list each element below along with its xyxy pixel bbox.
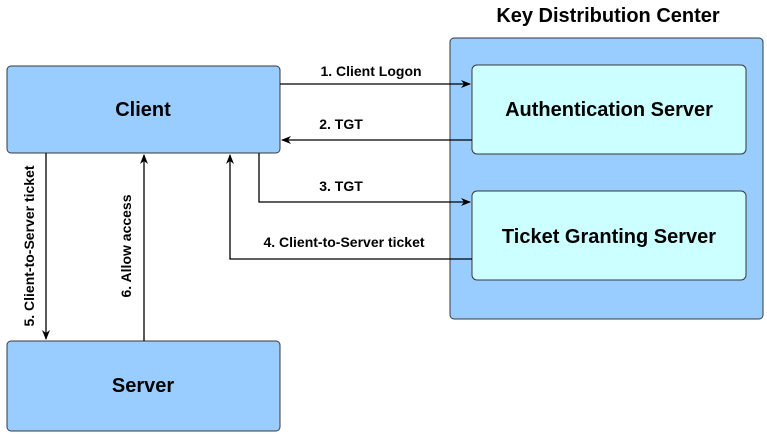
ticket-granting-server-label: Ticket Granting Server <box>502 226 716 248</box>
client-to-server-ticket-arrow <box>226 154 472 260</box>
server-node: Server <box>6 340 281 432</box>
tgt-forward-arrow <box>258 153 471 206</box>
client-label: Client <box>115 99 171 121</box>
authentication-server-node: Authentication Server <box>471 64 747 155</box>
ticket-granting-server-node: Ticket Granting Server <box>471 190 747 281</box>
tgt-return-label: 2. TGT <box>319 116 363 132</box>
kdc-title: Key Distribution Center <box>496 5 720 27</box>
server-label: Server <box>112 375 174 397</box>
client-logon-label: 1. Client Logon <box>320 63 421 79</box>
client-to-server-ticket-vertical-label: 5. Client-to-Server ticket <box>21 165 37 326</box>
client-node: Client <box>6 65 281 154</box>
allow-access-label: 6. Allow access <box>118 194 134 297</box>
authentication-server-label: Authentication Server <box>505 99 713 121</box>
client-to-server-ticket-label: 4. Client-to-Server ticket <box>263 234 424 250</box>
tgt-forward-label: 3. TGT <box>319 178 363 194</box>
